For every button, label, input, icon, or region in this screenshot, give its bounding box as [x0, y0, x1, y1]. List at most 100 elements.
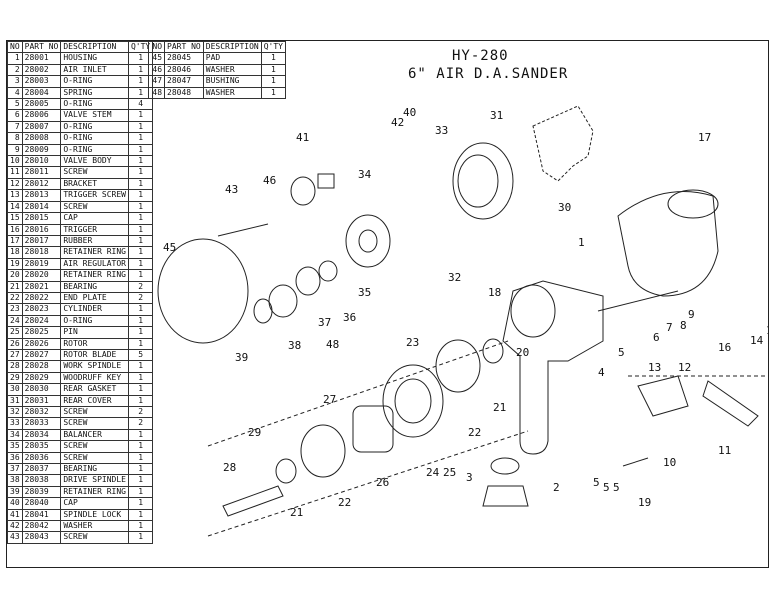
part-description: REAR COVER	[60, 394, 129, 408]
part-quantity: 1	[127, 520, 154, 533]
part-description: WASHER	[60, 520, 129, 533]
part-number: 28046	[164, 63, 204, 77]
part-quantity: 1	[127, 303, 154, 316]
cap-drawing	[317, 173, 335, 189]
callout-number: 32	[448, 271, 461, 284]
cylinder-drawing	[382, 364, 444, 438]
part-number-index: 29	[7, 371, 23, 385]
part-number: 28024	[21, 314, 62, 328]
part-number: 28003	[21, 75, 62, 88]
callout-number: 26	[376, 476, 389, 489]
part-description: SCREW	[60, 417, 129, 430]
part-number: 28014	[21, 200, 62, 214]
spindle-lock-drawing	[290, 176, 316, 206]
part-description: HOUSING	[60, 52, 129, 65]
cylinder-inner	[394, 378, 432, 424]
part-number: 28028	[21, 360, 62, 373]
callout-number: 33	[435, 124, 448, 137]
part-number-index: 14	[7, 200, 23, 214]
bearing-drawing	[295, 266, 321, 296]
callout-number: 21	[493, 401, 506, 414]
callout-number: 41	[296, 131, 309, 144]
callout-number: 18	[488, 286, 501, 299]
part-description: RETAINER RING	[60, 485, 129, 499]
part-quantity: 1	[127, 394, 154, 408]
rubber-grip-drawing	[617, 191, 719, 297]
part-number-index: 30	[7, 383, 23, 396]
callout-number: 39	[235, 351, 248, 364]
callout-number: 38	[288, 339, 301, 352]
assembly-guide-line-2	[207, 430, 529, 537]
callout-number: 31	[490, 109, 503, 122]
callout-number: 28	[223, 461, 236, 474]
callout-number: 10	[663, 456, 676, 469]
part-description: PIN	[60, 326, 129, 339]
part-number: 28035	[21, 440, 62, 453]
part-number: 28030	[21, 383, 62, 396]
part-number: 28027	[21, 348, 62, 362]
part-description: SCREW	[60, 531, 129, 544]
header-qty: Q'TY	[260, 40, 287, 54]
part-number: 28033	[21, 417, 62, 430]
part-quantity: 2	[127, 405, 154, 419]
part-number: 28020	[21, 269, 62, 282]
drive-spindle-drawing	[268, 284, 298, 318]
part-number: 28040	[21, 497, 62, 510]
part-description: VALVE BODY	[60, 155, 129, 168]
part-description: RETAINER RING	[60, 269, 129, 282]
part-number-index: 43	[7, 531, 23, 544]
part-quantity: 1	[127, 337, 154, 350]
part-quantity: 2	[127, 280, 154, 293]
part-number-index: 11	[7, 166, 23, 179]
header-part-no: PART NO	[21, 40, 62, 54]
part-number: 28022	[21, 291, 62, 305]
callout-number: 21	[290, 506, 303, 519]
part-quantity: 1	[127, 234, 154, 248]
part-description: SCREW	[60, 440, 129, 453]
bearing-rear-drawing	[482, 338, 504, 364]
part-description: PAD	[202, 52, 262, 65]
callout-number: 13	[648, 361, 661, 374]
part-quantity: 1	[127, 109, 154, 122]
part-number-index: 4	[7, 86, 23, 100]
model-number: HY-280	[452, 48, 509, 64]
part-quantity: 1	[127, 474, 154, 487]
part-quantity: 1	[127, 451, 154, 465]
part-number: 28023	[21, 303, 62, 316]
part-number: 28042	[21, 520, 62, 533]
callout-number: 11	[718, 444, 731, 457]
part-number: 28012	[21, 177, 62, 191]
part-description: BRACKET	[60, 177, 129, 191]
part-number-index: 5	[7, 98, 23, 111]
part-description: O-RING	[60, 75, 129, 88]
bearing-front-drawing	[275, 458, 297, 484]
part-description: CAP	[60, 212, 129, 225]
part-number-index: 45	[147, 52, 166, 65]
part-quantity: 5	[127, 348, 154, 362]
part-number: 28047	[164, 75, 204, 88]
callout-number: 6	[653, 331, 660, 344]
callout-number: 20	[516, 346, 529, 359]
callout-number: 35	[358, 286, 371, 299]
part-number-index: 39	[7, 485, 23, 499]
part-number-index: 48	[147, 86, 166, 100]
part-number-index: 18	[7, 246, 23, 259]
callout-number: 43	[225, 183, 238, 196]
part-number-index: 13	[7, 189, 23, 202]
exploded-parts-diagram: 1234555567891011121314151617181920212122…	[157, 105, 768, 537]
